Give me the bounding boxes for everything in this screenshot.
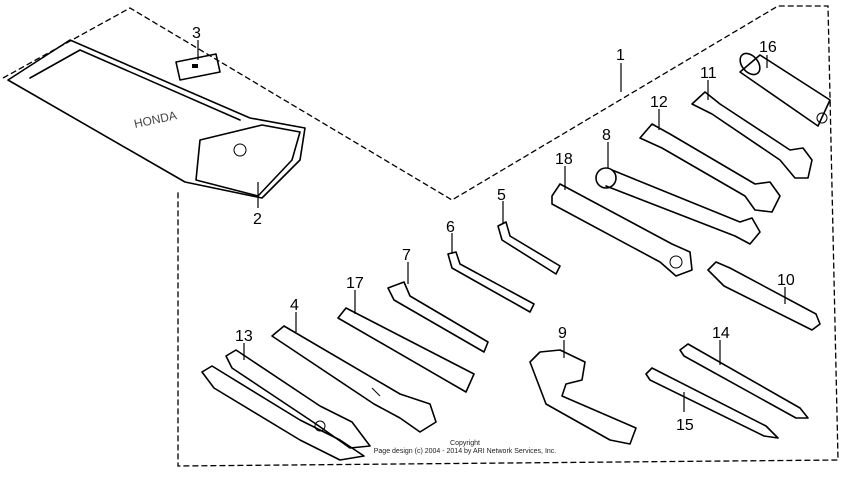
callout-9: 9	[558, 325, 567, 342]
callout-13: 13	[235, 328, 253, 345]
box-wrench-8x12	[595, 167, 761, 245]
callout-12: 12	[650, 94, 668, 111]
bag-label-tag	[175, 53, 221, 81]
pin-spanner	[529, 349, 637, 445]
callout-11: 11	[700, 65, 717, 82]
hex-key-5	[497, 221, 561, 275]
wrench-10x12	[691, 91, 813, 179]
callout-18: 18	[555, 151, 573, 168]
spark-plug-wrench	[271, 325, 437, 433]
svg-text:HONDA: HONDA	[133, 108, 178, 131]
callout-17: 17	[346, 275, 364, 292]
copyright-text: Page design (c) 2004 - 2014 by ARI Netwo…	[373, 448, 557, 455]
callout-6: 6	[446, 219, 455, 236]
callout-10: 10	[777, 272, 795, 289]
hex-key-7	[387, 281, 489, 353]
copyright-notice: Copyright Page design (c) 2004 - 2014 by…	[370, 440, 560, 456]
callout-14: 14	[712, 325, 730, 342]
callout-15: 15	[676, 417, 694, 434]
wrench-14x17	[639, 123, 781, 213]
callout-1: 1	[616, 47, 625, 64]
flat-wrench-handle	[551, 183, 693, 277]
callout-labels: 1 2 3 4 5 6 7 8 9 10 11 12 13 14 15 16 1…	[192, 25, 795, 434]
kit-boundary-outline	[2, 5, 839, 467]
screwdriver-15	[645, 367, 779, 439]
callout-8: 8	[602, 127, 611, 144]
callout-3: 3	[192, 25, 201, 42]
copyright-heading: Copyright	[450, 440, 480, 447]
callout-2: 2	[253, 211, 262, 228]
callout-5: 5	[497, 187, 506, 204]
pliers	[201, 349, 371, 461]
callout-16: 16	[759, 39, 777, 56]
tool-bag: HONDA	[7, 39, 306, 199]
callout-4: 4	[290, 297, 299, 314]
extension-bar	[337, 307, 475, 393]
hex-key-6	[447, 251, 535, 313]
screwdriver-handle	[739, 52, 831, 127]
callout-7: 7	[402, 247, 411, 264]
callout-leaders	[197, 40, 786, 412]
screwdriver-14	[679, 343, 809, 419]
wrench-small	[707, 261, 821, 331]
